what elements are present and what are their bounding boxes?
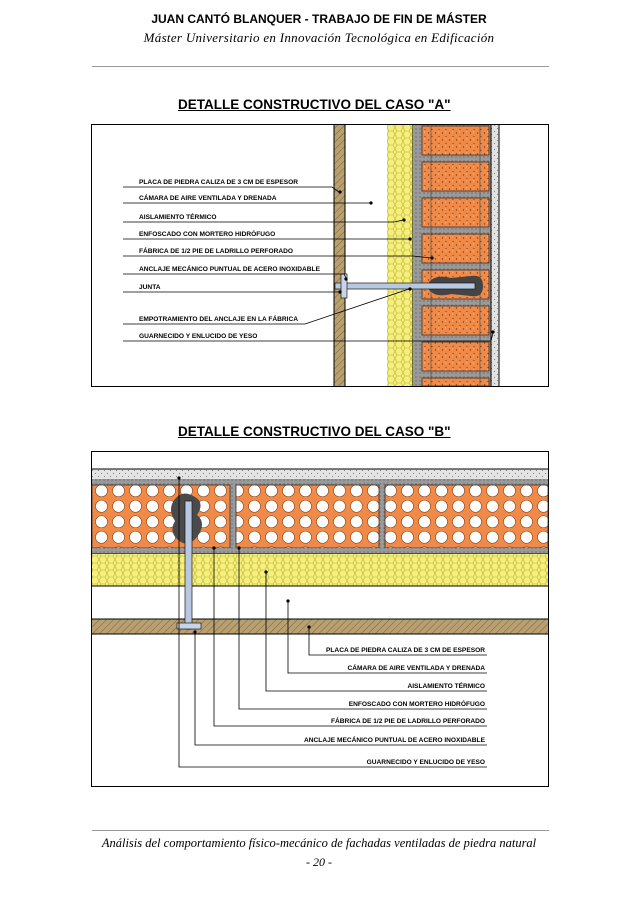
- detail-a-label-2: AISLAMIENTO TÉRMICO: [139, 212, 217, 221]
- detail-b-label-6: GUARNECIDO Y ENLUCIDO DE YESO: [367, 759, 485, 766]
- detail-b-label-4: FÁBRICA DE 1/2 PIE DE LADRILLO PERFORADO: [331, 716, 485, 725]
- footer-divider: [92, 830, 549, 831]
- detail-a-label-8: GUARNECIDO Y ENLUCIDO DE YESO: [139, 333, 257, 340]
- footer-text: Análisis del comportamiento físico-mecán…: [101, 836, 537, 850]
- detail-a-label-6: JUNTA: [139, 284, 161, 291]
- header-title: JUAN CANTÓ BLANQUER - TRABAJO DE FIN DE …: [151, 12, 487, 26]
- detail-b-label-5: ANCLAJE MECÁNICO PUNTUAL DE ACERO INOXID…: [304, 735, 486, 744]
- detail-a-label-3: ENFOSCADO CON MORTERO HIDRÓFUGO: [139, 229, 275, 238]
- detail-a-label-0: PLACA DE PIEDRA CALIZA DE 3 CM DE ESPESO…: [139, 179, 298, 186]
- detail-b-drawing: PLACA DE PIEDRA CALIZA DE 3 CM DE ESPESO…: [91, 451, 549, 787]
- header-divider: [92, 66, 549, 67]
- detail-a-label-7: EMPOTRAMIENTO DEL ANCLAJE EN LA FÁBRICA: [139, 314, 298, 323]
- detail-b-label-2: AISLAMIENTO TÉRMICO: [407, 681, 485, 690]
- detail-b-title: DETALLE CONSTRUCTIVO DEL CASO "B": [178, 424, 451, 439]
- detail-b-label-1: CÁMARA DE AIRE VENTILADA Y DRENADA: [348, 663, 486, 672]
- detail-a-label-1: CÁMARA DE AIRE VENTILADA Y DRENADA: [139, 193, 277, 202]
- detail-a-label-4: FÁBRICA DE 1/2 PIE DE LADRILLO PERFORADO: [139, 246, 293, 255]
- page-number: - 20 -: [306, 855, 332, 869]
- detail-b-label-3: ENFOSCADO CON MORTERO HIDRÓFUGO: [349, 699, 485, 708]
- detail-a-drawing: PLACA DE PIEDRA CALIZA DE 3 CM DE ESPESO…: [91, 124, 549, 387]
- header-subtitle: Máster Universitario en Innovación Tecno…: [143, 30, 495, 45]
- detail-a-title: DETALLE CONSTRUCTIVO DEL CASO "A": [178, 97, 451, 112]
- detail-b-label-0: PLACA DE PIEDRA CALIZA DE 3 CM DE ESPESO…: [326, 647, 485, 654]
- detail-a-label-5: ANCLAJE MECÁNICO PUNTUAL DE ACERO INOXID…: [139, 264, 321, 273]
